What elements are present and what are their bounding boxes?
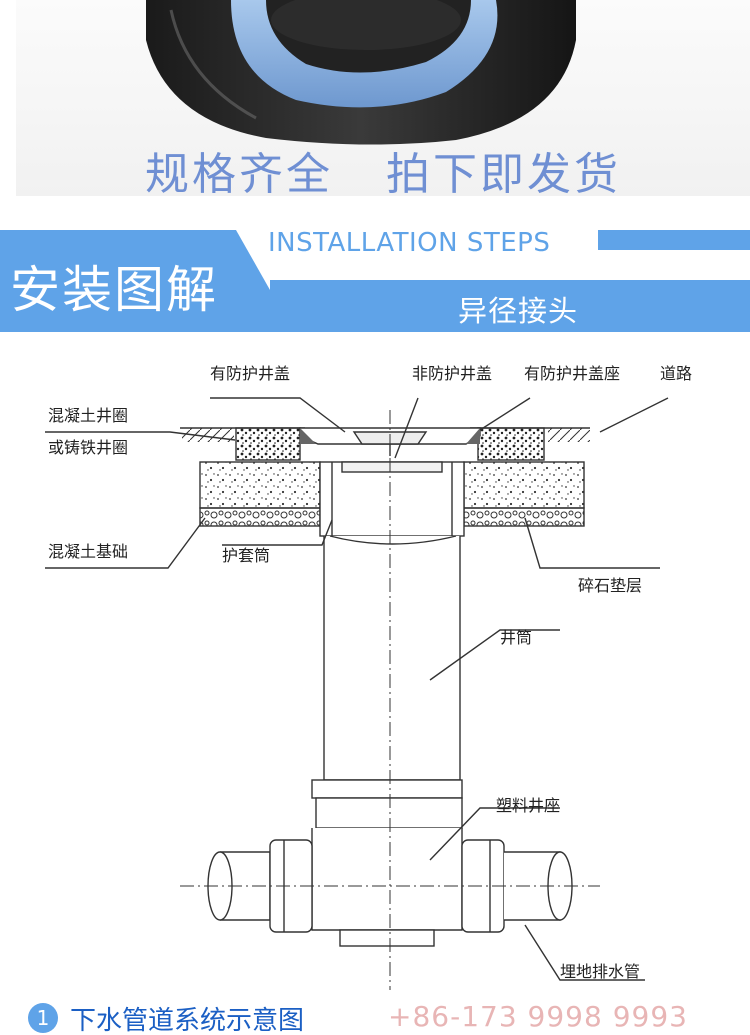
label-concrete-base: 混凝土基础 [48, 542, 129, 561]
installation-diagram: 有防护井盖 非防护井盖 有防护井盖座 道路 混凝土井圈 或铸铁井圈 混凝土基础 … [0, 340, 750, 1000]
label-shaft: 井筒 [500, 628, 533, 647]
label-plastic-seat: 塑料井座 [496, 796, 561, 815]
label-gravel-layer: 碎石垫层 [578, 576, 643, 595]
header-subtitle-bar [270, 280, 750, 332]
label-sleeve: 护套筒 [222, 546, 271, 565]
section-header: 安装图解 INSTALLATION STEPS 异径接头 [0, 228, 750, 332]
slogan-left: 规格齐全 [145, 149, 333, 196]
product-photo-band: 规格齐全 拍下即发货 [16, 0, 750, 196]
section-title: 安装图解 [10, 261, 218, 319]
label-protected-cover-seat: 有防护井盖座 [524, 364, 621, 383]
drainage-system-drawing [45, 397, 669, 990]
slogan: 规格齐全 拍下即发货 [16, 138, 750, 196]
header-title-block [0, 230, 270, 332]
label-concrete-ring-1: 混凝土井圈 [48, 406, 129, 425]
header-decor-bar [598, 230, 750, 250]
label-drain-pipe: 埋地排水管 [560, 962, 641, 981]
caption-number-badge: 1 [28, 1003, 58, 1033]
section-subtitle: 异径接头 [458, 294, 579, 328]
label-concrete-ring-2: 或铸铁井圈 [48, 438, 129, 457]
caption-text: 下水管道系统示意图 [70, 1006, 305, 1035]
label-non-protected-cover: 非防护井盖 [412, 364, 493, 383]
label-road: 道路 [660, 364, 693, 383]
label-protected-cover: 有防护井盖 [210, 364, 291, 383]
figure-caption: 1 下水管道系统示意图 +86-173 9998 9993 [0, 1000, 750, 1035]
phone-watermark: +86-173 9998 9993 [388, 1000, 688, 1033]
slogan-right: 拍下即发货 [386, 149, 621, 196]
section-title-en: INSTALLATION STEPS [268, 228, 551, 258]
pipe-fitting-photo [146, 0, 576, 145]
